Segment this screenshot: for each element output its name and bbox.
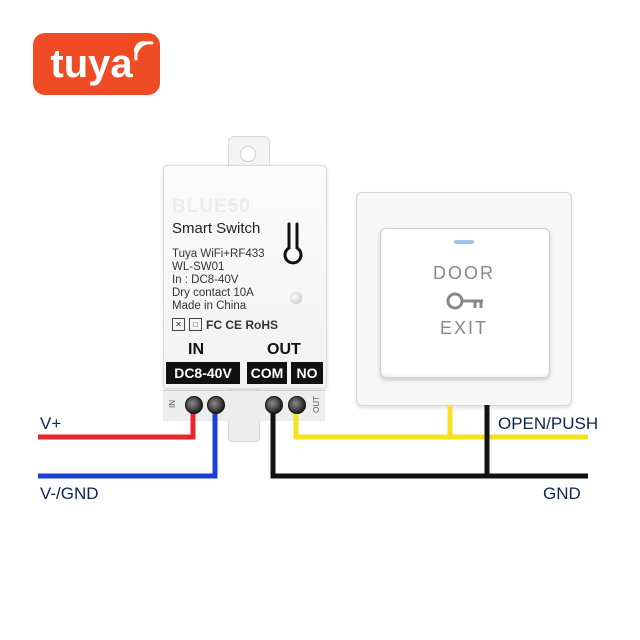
touch-switch-icon [283,222,303,265]
double-insulation-icon: □ [189,318,202,331]
terminal-screw-in-plus [185,396,203,414]
smart-switch-module [163,165,327,389]
open-push-label: OPEN/PUSH [498,414,599,433]
gnd-label: GND [543,484,581,503]
cert-marks: ✕ □ FC CE RoHS [172,318,278,332]
exit-push-button[interactable] [380,228,550,378]
door-text: DOOR [433,263,495,283]
gnd-wire [270,405,588,479]
logo-text: tuya [50,41,133,86]
indicator-light [454,240,474,244]
tuya-logo: tuya [33,33,160,95]
mounting-hole [240,146,256,162]
open-push-wire [293,405,588,440]
spec-line: WL-SW01 [172,261,225,273]
module-title: Smart Switch [172,220,261,237]
com-tag: COM [247,362,287,384]
terminal-screw-com [265,396,283,414]
module-brand: BLUE50 [172,196,251,217]
key-icon [446,292,483,310]
in-voltage-tag: DC8-40V [166,362,240,384]
wifi-icon [134,41,154,61]
terminal-screw-in-minus [207,396,225,414]
no-tag: NO [291,362,323,384]
vplus-label: V+ [40,414,62,433]
vminus-label: V-/GND [40,484,99,503]
spec-line: In : DC8-40V [172,274,239,286]
weee-icon: ✕ [172,318,185,331]
spec-line: Tuya WiFi+RF433 [172,248,265,260]
in-label: IN [188,341,204,358]
status-led [290,292,302,304]
vplus-wire [38,405,196,440]
spec-line: Made in China [172,300,247,312]
out-label: OUT [267,341,301,358]
exit-text: EXIT [439,318,488,338]
cert-text: FC CE RoHS [206,318,278,332]
terminal-screw-no [288,396,306,414]
vminus-wire [38,405,218,479]
spec-line: Dry contact 10A [172,287,254,299]
